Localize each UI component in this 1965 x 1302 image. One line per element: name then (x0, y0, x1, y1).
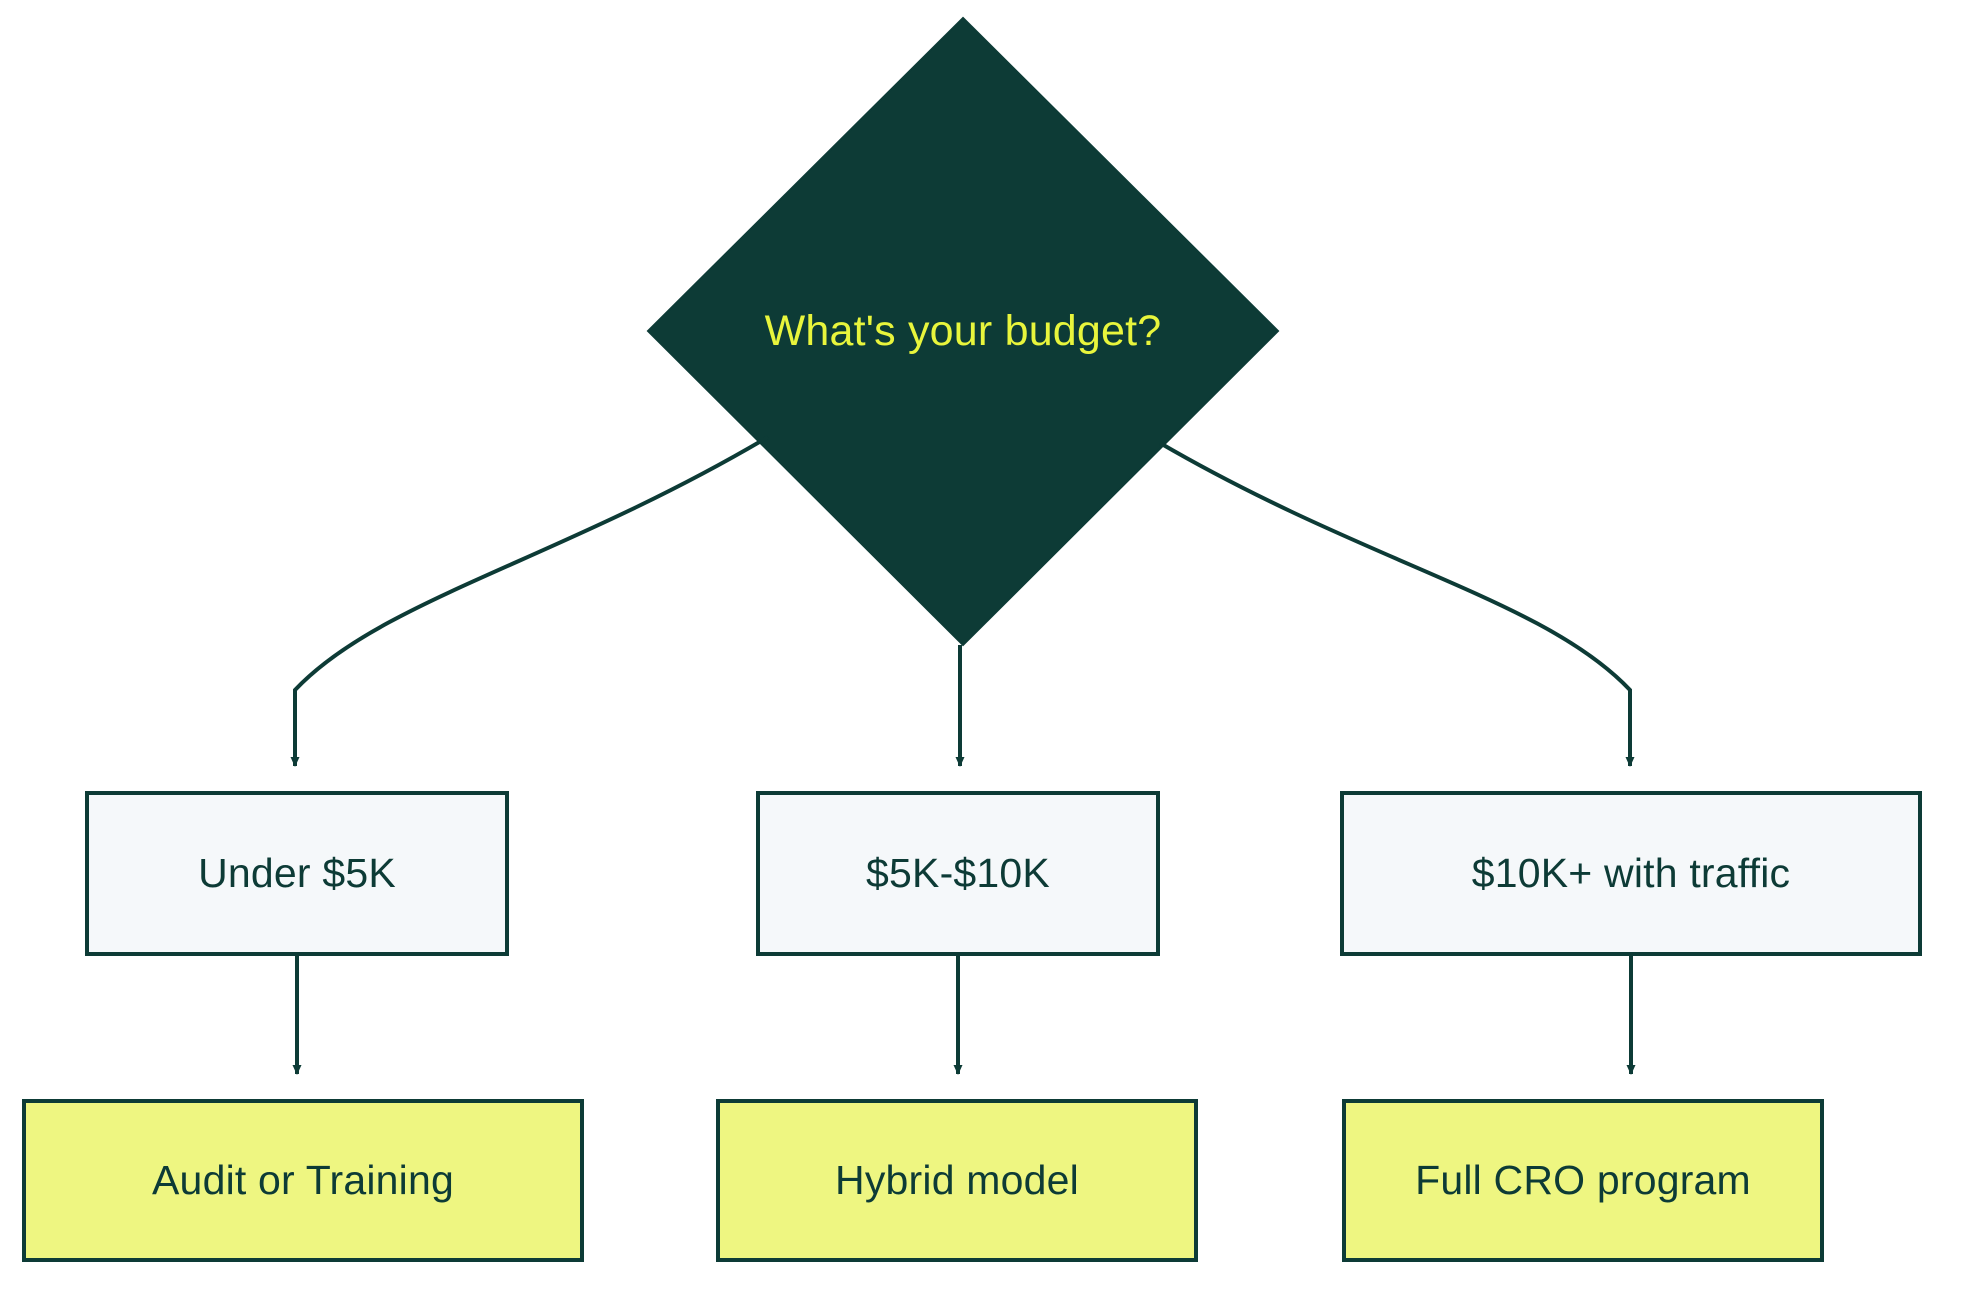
decision-node-shape[interactable] (646, 16, 1280, 647)
edge-decision-to-10k-plus (1158, 441, 1635, 767)
outcome-node-full-cro-program-shape[interactable] (1342, 1099, 1824, 1262)
outcome-node-audit-or-training-shape[interactable] (22, 1099, 584, 1262)
option-node-10k-plus-shape[interactable] (1340, 791, 1922, 956)
option-node-under-5k-shape[interactable] (85, 791, 509, 956)
option-node-5k-10k-shape[interactable] (756, 791, 1160, 956)
edge-decision-to-under-5k (290, 435, 770, 767)
outcome-node-hybrid-model-shape[interactable] (716, 1099, 1198, 1262)
